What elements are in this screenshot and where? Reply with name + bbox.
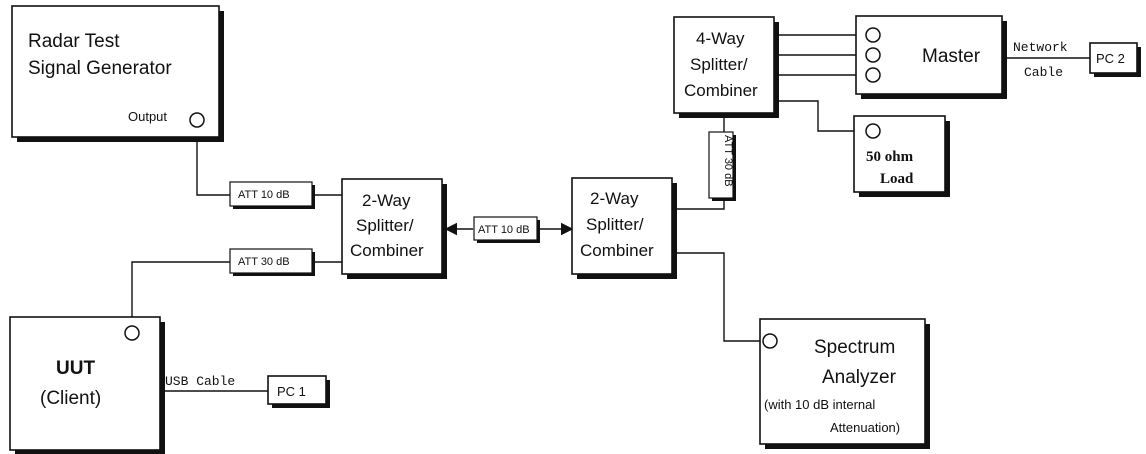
att-uut: ATT 30 dB <box>229 248 315 276</box>
splitter-4way-line2: Splitter/ <box>690 55 748 74</box>
load-port-icon <box>865 123 881 139</box>
spectrum-title-2: Analyzer <box>822 367 897 388</box>
splitter-mid-line1: 2-Way <box>590 189 639 208</box>
load-block: 50 ohm Load <box>853 115 950 197</box>
network-cable-label-2: Cable <box>1024 65 1063 80</box>
radar-generator-title-2: Signal Generator <box>28 58 172 79</box>
uut-title: UUT <box>56 358 95 379</box>
wire-4way-to-load <box>774 100 866 132</box>
spectrum-note-2: Attenuation) <box>830 420 900 435</box>
splitter-mid-line2: Splitter/ <box>586 215 644 234</box>
master-block: Master <box>855 15 1007 99</box>
att-generator: ATT 10 dB <box>229 181 315 209</box>
att-vertical: ATT 30 dB <box>708 131 736 201</box>
att-generator-label: ATT 10 dB <box>238 189 290 201</box>
pc1-label: PC 1 <box>277 384 306 399</box>
att-uut-label: ATT 30 dB <box>238 256 290 268</box>
pc2-label: PC 2 <box>1096 51 1125 66</box>
splitter-4way-line1: 4-Way <box>696 29 745 48</box>
uut-block: UUT (Client) <box>9 316 165 454</box>
wire-uut-to-att <box>131 261 230 325</box>
spectrum-port-icon <box>762 333 778 349</box>
splitter-mid-line3: Combiner <box>580 241 654 260</box>
splitter-4way-line3: Combiner <box>684 81 758 100</box>
radar-generator-block: Radar Test Signal Generator Output <box>11 5 224 142</box>
wire-mid-splitter-to-spectrum <box>676 252 762 342</box>
wire-generator-to-att <box>196 128 230 196</box>
master-port-2-icon <box>865 47 881 63</box>
pc2-block: PC 2 <box>1089 42 1141 77</box>
splitter-left-line3: Combiner <box>350 241 424 260</box>
usb-cable-label: USB Cable <box>165 374 235 389</box>
pc1-block: PC 1 <box>267 375 330 408</box>
load-label-1: 50 ohm <box>866 149 914 165</box>
load-label-2: Load <box>880 171 914 187</box>
radar-generator-title-1: Radar Test <box>28 31 120 52</box>
spectrum-title-1: Spectrum <box>814 337 895 358</box>
master-port-1-icon <box>865 27 881 43</box>
wire-mid-splitter-to-vertical-att <box>676 199 725 210</box>
connection-wires <box>131 34 1090 392</box>
splitter-left-line1: 2-Way <box>362 191 411 210</box>
output-port-label: Output <box>128 109 167 124</box>
splitter-mid-block: 2-Way Splitter/ Combiner <box>571 177 677 279</box>
splitter-left-block: 2-Way Splitter/ Combiner <box>341 178 447 279</box>
att-vertical-label: ATT 30 dB <box>722 135 734 187</box>
att-middle: ATT 10 dB <box>473 216 540 243</box>
splitter-4way-block: 4-Way Splitter/ Combiner <box>673 16 779 118</box>
spectrum-analyzer-block: Spectrum Analyzer (with 10 dB internal A… <box>759 318 930 449</box>
spectrum-note-1: (with 10 dB internal <box>764 397 875 412</box>
output-port-icon <box>189 112 205 128</box>
network-cable-label-1: Network <box>1013 40 1068 55</box>
uut-subtitle: (Client) <box>40 388 101 409</box>
master-label: Master <box>922 46 981 67</box>
splitter-left-line2: Splitter/ <box>356 216 414 235</box>
master-port-3-icon <box>865 67 881 83</box>
att-middle-label: ATT 10 dB <box>478 224 530 236</box>
uut-port-icon <box>124 325 140 341</box>
